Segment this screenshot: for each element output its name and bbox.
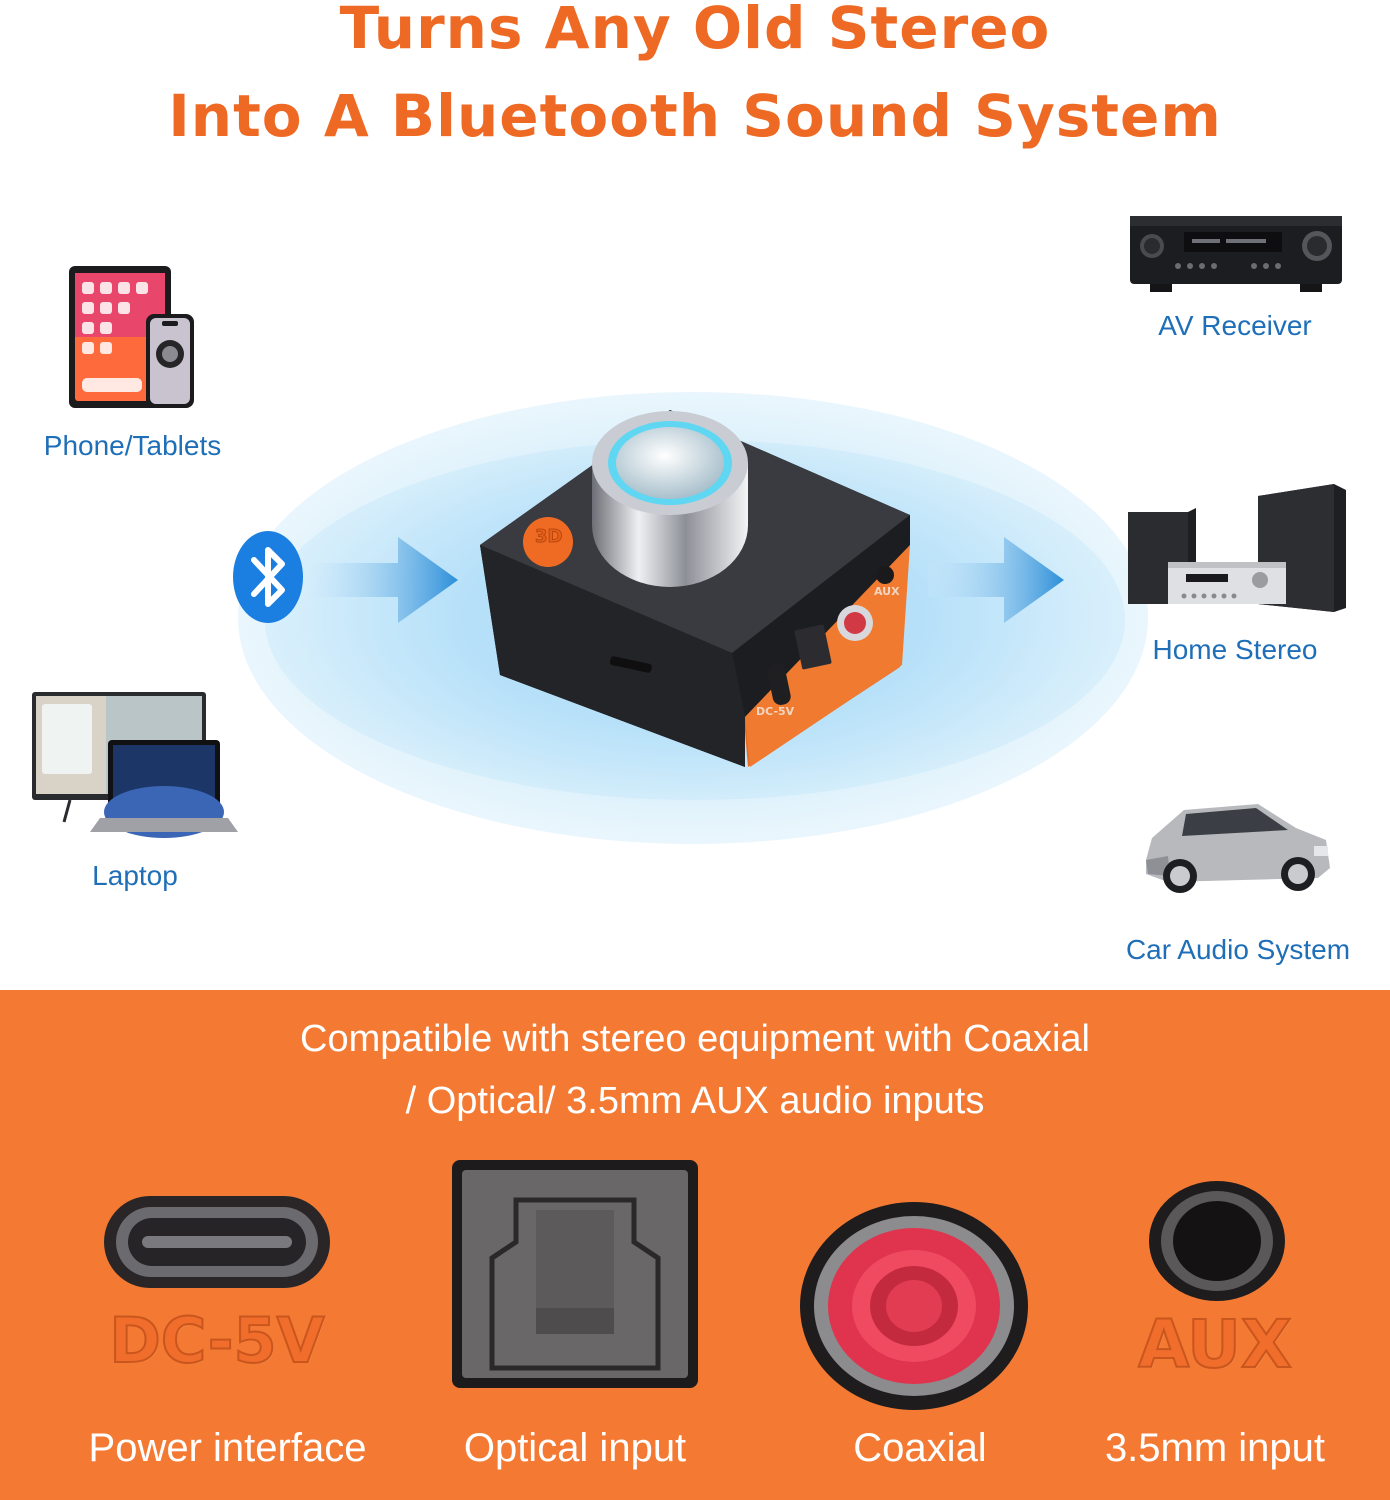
bluetooth-receiver-device bbox=[480, 410, 910, 767]
power-emboss-label: DC-5V bbox=[108, 1303, 325, 1378]
bluetooth-icon bbox=[233, 531, 303, 623]
port-label-optical: Optical input bbox=[463, 1426, 687, 1470]
output-label-car-audio: Car Audio System bbox=[1125, 934, 1351, 965]
compatibility-line-2: / Optical/ 3.5mm AUX audio inputs bbox=[405, 1080, 985, 1122]
source-label-laptop: Laptop bbox=[92, 860, 178, 891]
headline-line-2: Into A Bluetooth Sound System bbox=[168, 82, 1222, 150]
output-label-home-stereo: Home Stereo bbox=[1152, 634, 1318, 665]
input-arrow-icon bbox=[312, 537, 458, 623]
output-label-av-receiver: AV Receiver bbox=[1158, 310, 1312, 341]
compatibility-line-1: Compatible with stereo equipment with Co… bbox=[300, 1018, 1090, 1060]
output-arrow-icon bbox=[928, 537, 1064, 623]
phone-tablet-icon bbox=[69, 266, 194, 408]
aux-port-icon bbox=[1149, 1181, 1285, 1301]
usb-c-port-icon bbox=[104, 1196, 330, 1288]
headline-line-1: Turns Any Old Stereo bbox=[339, 0, 1051, 62]
port-label-coaxial: Coaxial bbox=[853, 1426, 987, 1470]
device-3d-button-label: 3D bbox=[534, 526, 563, 548]
coaxial-port-icon bbox=[800, 1202, 1028, 1410]
laptop-icon bbox=[32, 692, 238, 838]
port-label-aux: 3.5mm input bbox=[1104, 1426, 1326, 1470]
device-aux-label: AUX bbox=[874, 585, 900, 598]
av-receiver-icon bbox=[1130, 216, 1342, 292]
aux-emboss-label: AUX bbox=[1137, 1305, 1293, 1384]
home-stereo-icon bbox=[1128, 484, 1346, 612]
optical-port-icon bbox=[452, 1160, 698, 1388]
device-dc-label: DC-5V bbox=[756, 705, 795, 718]
car-icon bbox=[1146, 804, 1330, 893]
port-label-power: Power interface bbox=[88, 1426, 367, 1470]
source-label-phone-tablets: Phone/Tablets bbox=[43, 430, 222, 461]
